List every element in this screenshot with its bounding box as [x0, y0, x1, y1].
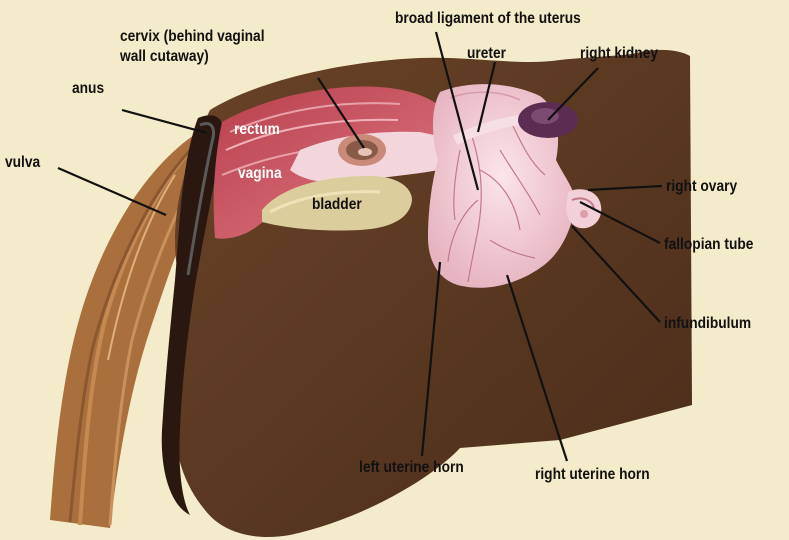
label-bladder: bladder	[312, 195, 362, 214]
label-infundibulum: infundibulum	[664, 314, 751, 333]
label-left-uterine-horn: left uterine horn	[359, 458, 464, 477]
label-cervix-line2: wall cutaway)	[120, 47, 209, 66]
label-vulva: vulva	[5, 153, 40, 172]
label-rectum: rectum	[234, 120, 280, 139]
label-right-uterine-horn: right uterine horn	[535, 465, 650, 484]
cervix	[338, 134, 386, 166]
label-fallopian-tube: fallopian tube	[664, 235, 753, 254]
label-cervix-line1: cervix (behind vaginal	[120, 27, 265, 46]
label-broad-ligament: broad ligament of the uterus	[395, 9, 581, 28]
label-right-kidney: right kidney	[580, 44, 658, 63]
label-ureter: ureter	[467, 44, 506, 63]
label-right-ovary: right ovary	[666, 177, 737, 196]
label-anus: anus	[72, 79, 104, 98]
label-vagina: vagina	[238, 164, 282, 183]
